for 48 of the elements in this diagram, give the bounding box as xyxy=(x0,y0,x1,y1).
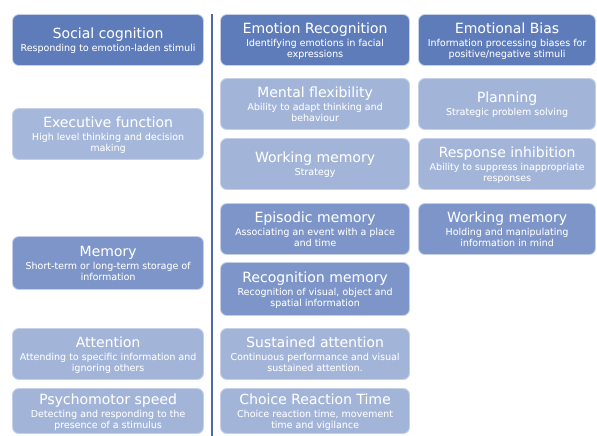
box-title: Episodic memory xyxy=(254,210,376,226)
category-box xyxy=(220,78,410,130)
box-title: Working memory xyxy=(254,150,376,167)
box-description: Strategic problem solving xyxy=(444,107,569,118)
category-box xyxy=(220,388,410,434)
box-description: Ability to suppress inappropriate responses xyxy=(428,162,586,184)
category-box xyxy=(220,262,410,316)
box-title: Social cognition xyxy=(52,26,164,43)
box-title: Sustained attention xyxy=(245,334,385,352)
box-title: Choice Reaction Time xyxy=(238,392,392,408)
category-box xyxy=(12,328,204,380)
box-description: Responding to emotion-laden stimuli xyxy=(20,43,196,54)
box-description: Attending to specific information and ignoring others xyxy=(19,352,197,374)
box-description: Associating an event with a place and time xyxy=(234,226,396,248)
box-description: Identifying emotions in facial expressions xyxy=(245,38,385,60)
box-description: Recognition of visual, object and spatial information xyxy=(236,286,394,308)
box-title: Attention xyxy=(74,334,142,352)
box-title: Mental flexibility xyxy=(256,84,374,102)
box-description: Choice reaction time, movement time and vigilance xyxy=(236,408,394,430)
box-description: Holding and manipulating information in mind xyxy=(444,226,570,248)
box-description: Information processing biases for positive/negative stimuli xyxy=(426,38,588,60)
category-box xyxy=(12,388,204,434)
box-title: Executive function xyxy=(42,114,174,132)
category-box xyxy=(12,108,204,160)
box-description: High level thinking and decision making xyxy=(30,132,186,154)
box-title: Response inhibition xyxy=(438,144,576,162)
box-title: Working memory xyxy=(446,210,568,226)
category-box xyxy=(220,203,410,255)
category-box xyxy=(220,14,410,66)
category-box xyxy=(220,138,410,190)
box-title: Emotional Bias xyxy=(454,20,560,38)
category-box xyxy=(220,328,410,380)
category-box xyxy=(418,78,596,130)
box-title: Recognition memory xyxy=(241,270,389,286)
category-box xyxy=(418,14,596,66)
box-description: Ability to adapt thinking and behaviour xyxy=(246,102,384,124)
box-title: Planning xyxy=(476,90,538,107)
box-title: Psychomotor speed xyxy=(38,392,178,408)
box-description: Short-term or long-term storage of information xyxy=(24,260,192,282)
category-box xyxy=(418,203,596,255)
box-title: Emotion Recognition xyxy=(242,20,388,38)
box-description: Continuous performance and visual sustained attention. xyxy=(229,352,401,374)
box-description: Strategy xyxy=(294,167,336,178)
box-title: Memory xyxy=(78,244,138,260)
category-box xyxy=(12,236,204,290)
category-box xyxy=(418,138,596,190)
category-box xyxy=(12,14,204,66)
box-description: Detecting and responding to the presence of a stimulus xyxy=(30,408,186,430)
